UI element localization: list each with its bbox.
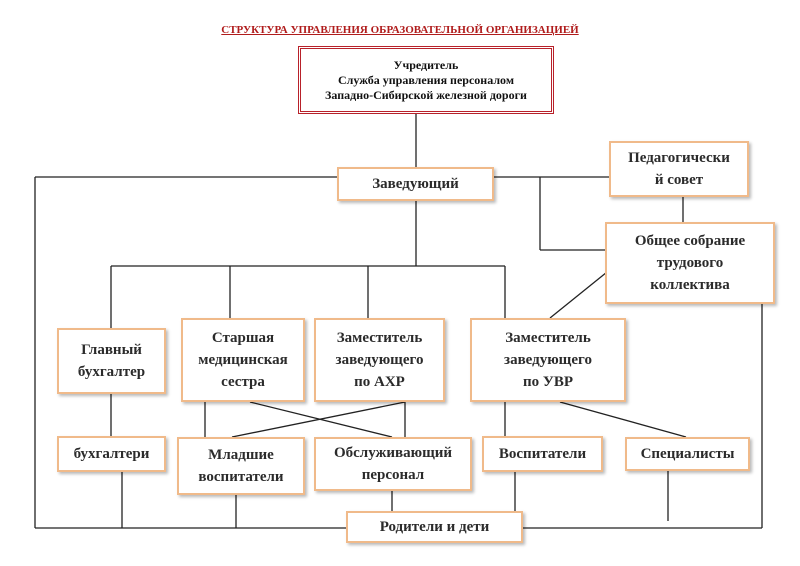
service-staff-label: Обслуживающий персонал [333,445,453,483]
teachers-box: Воспитатели [482,436,603,472]
ped-council-box: Педагогически й совет [609,141,749,197]
founder-label: Учредитель Служба управления персоналом … [325,57,527,102]
deputy-uvr-box: Заместитель заведующего по УВР [470,318,626,402]
specialists-label: Специалисты [640,446,735,462]
specialists-box: Специалисты [625,437,750,471]
uvr-to-specialists-line [559,401,687,438]
ahr-to-junior-line [231,401,406,438]
accountants-box: бухгалтери [57,436,166,472]
general-meeting-label: Общее собрание трудового коллектива [634,233,746,293]
chief-accountant-label: Главный бухгалтер [77,342,146,380]
diagram-title: СТРУКТУРА УПРАВЛЕНИЯ ОБРАЗОВАТЕЛЬНОЙ ОРГ… [221,24,579,36]
accountants-label: бухгалтери [73,446,150,462]
teachers-label: Воспитатели [498,446,587,462]
parents-children-label: Родители и дети [379,519,490,535]
general-meeting-box: Общее собрание трудового коллектива [605,222,775,304]
head-label: Заведующий [372,176,459,192]
ped-council-label: Педагогически й совет [628,150,730,188]
founder-box: Учредитель Служба управления персоналом … [298,46,554,114]
meeting-to-deputy-uvr-line [549,267,613,319]
senior-nurse-label: Старшая медицинская сестра [198,330,288,390]
senior-nurse-box: Старшая медицинская сестра [181,318,305,402]
deputy-uvr-label: Заместитель заведующего по УВР [504,330,592,390]
deputy-ahr-box: Заместитель заведующего по АХР [314,318,445,402]
head-box: Заведующий [337,167,494,201]
service-staff-box: Обслуживающий персонал [314,437,472,491]
parents-children-box: Родители и дети [346,511,523,543]
deputy-ahr-label: Заместитель заведующего по АХР [335,330,424,390]
chief-accountant-box: Главный бухгалтер [57,328,166,394]
junior-teachers-box: Младшие воспитатели [177,437,305,495]
junior-teachers-label: Младшие воспитатели [198,447,284,485]
